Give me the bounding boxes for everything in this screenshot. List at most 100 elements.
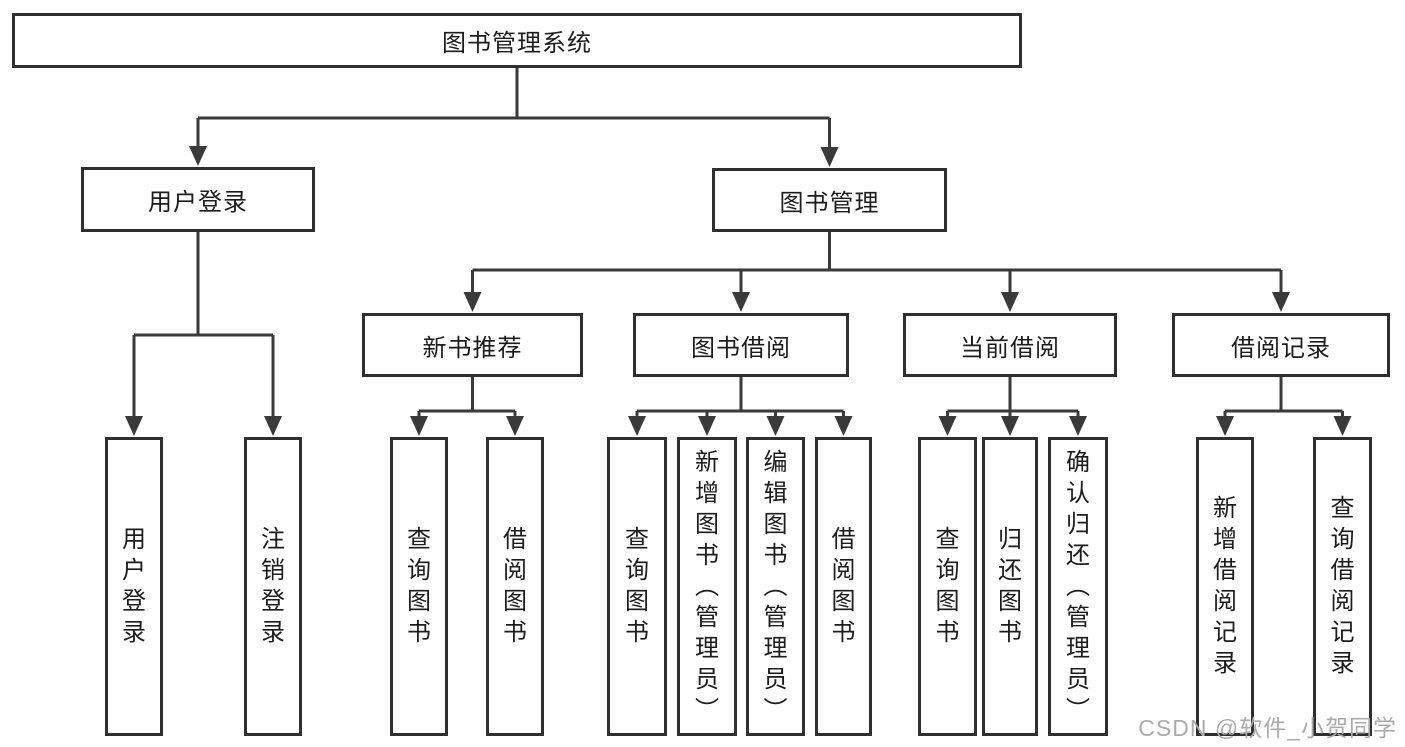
node-label-char: 书: [998, 619, 1022, 646]
node-label-char: 理: [763, 634, 788, 662]
node-user-login-module: 用户登录: [81, 167, 315, 232]
node-label-char: 图: [503, 588, 527, 615]
node-book-borrowing: 图书借阅: [633, 313, 849, 377]
node-add-book-admin: 新增图书︵管理员︶: [677, 437, 737, 736]
node-current-borrowing: 当前借阅: [903, 313, 1117, 377]
connector-line: [196, 68, 831, 150]
node-label-char: 管: [763, 603, 788, 631]
node-label-char: 录: [122, 619, 146, 646]
node-label-char: 书: [503, 619, 527, 646]
node-label-char: 借: [503, 526, 527, 553]
node-confirm-return-admin: 确认归还︵管理员︶: [1048, 437, 1108, 736]
node-label-char: 书: [763, 541, 788, 569]
node-label-char: 询: [625, 557, 649, 584]
node-label-char: 书: [695, 541, 719, 569]
node-label-char: 录: [1330, 650, 1355, 677]
arrowhead-icon: [698, 416, 716, 436]
node-label-char: 归: [998, 526, 1022, 553]
node-label-char: 询: [407, 557, 431, 584]
node-label-char: ︵: [695, 572, 719, 600]
node-label-char: 询: [1330, 526, 1355, 553]
node-label-char: 询: [935, 557, 960, 584]
node-query-books: 查询图书: [607, 437, 667, 736]
node-label-char: 录: [1213, 650, 1237, 677]
node-label-char: 借: [831, 526, 856, 553]
node-label-char: 员: [1066, 665, 1090, 693]
node-label-char: 图: [625, 588, 649, 615]
node-label-char: 阅: [1330, 588, 1355, 615]
node-borrowing-records: 借阅记录: [1172, 313, 1390, 377]
node-label-char: 查: [1330, 495, 1355, 522]
node-label-char: 管: [1066, 603, 1090, 631]
connector-line: [132, 232, 275, 419]
node-label-char: 录: [261, 619, 285, 646]
node-label-char: 图: [407, 588, 431, 615]
node-label-char: 书: [625, 619, 649, 646]
arrowhead-icon: [410, 416, 428, 436]
arrowhead-icon: [732, 292, 750, 312]
node-label-char: 员: [695, 665, 719, 693]
arrowhead-icon: [1333, 416, 1352, 436]
arrowhead-icon: [1069, 416, 1087, 436]
arrowhead-icon: [1272, 292, 1290, 312]
node-label-char: 辑: [763, 479, 788, 507]
node-label-char: 确: [1066, 448, 1090, 476]
node-label: 图书借阅: [691, 334, 791, 362]
node-label-char: 图: [831, 588, 856, 615]
connector-line: [635, 377, 845, 419]
node-label-char: ︶: [695, 696, 719, 724]
node-label-char: 理: [695, 634, 719, 662]
arrowhead-icon: [820, 147, 839, 167]
node-label: 图书管理: [779, 189, 880, 217]
node-label-char: 登: [122, 588, 146, 615]
node-label-char: 查: [407, 526, 431, 553]
node-label: 当前借阅: [960, 334, 1060, 362]
node-label-char: 编: [763, 448, 788, 476]
node-label: 用户登录: [148, 189, 248, 216]
node-label-char: 注: [261, 526, 285, 553]
arrowhead-icon: [1001, 292, 1019, 312]
node-label-char: 登: [261, 588, 285, 615]
node-label-char: 户: [122, 557, 146, 584]
node-label-char: 理: [1066, 634, 1090, 662]
connector-line: [471, 232, 1283, 295]
node-label-char: 书: [831, 619, 856, 646]
node-label-char: 增: [1213, 526, 1237, 553]
node-label-char: 新: [1213, 495, 1237, 522]
node-label-char: 用: [122, 526, 146, 553]
arrowhead-icon: [938, 416, 957, 436]
connector-line: [946, 377, 1080, 419]
node-label-char: 阅: [831, 557, 856, 584]
node-label-char: 认: [1066, 479, 1090, 507]
node-label-char: 借: [1330, 557, 1355, 584]
node-label-char: ︶: [1066, 696, 1090, 724]
node-new-book-recommendation: 新书推荐: [362, 313, 583, 377]
node-book-management: 图书管理: [712, 168, 947, 232]
node-label-char: 管: [695, 603, 719, 631]
node-label-char: 书: [407, 619, 431, 646]
node-label-char: 图: [998, 588, 1022, 615]
node-query-borrow-record: 查询借阅记录: [1313, 437, 1372, 736]
arrowhead-icon: [1216, 416, 1234, 436]
node-label: 图书管理系统: [442, 30, 592, 57]
node-edit-book-admin: 编辑图书︵管理员︶: [746, 437, 805, 736]
node-user-login: 用户登录: [105, 437, 163, 736]
node-label-char: 还: [998, 557, 1022, 584]
arrowhead-icon: [766, 416, 785, 436]
node-label: 新书推荐: [422, 334, 523, 362]
node-borrow-books: 借阅图书: [815, 437, 872, 736]
node-label-char: 借: [1213, 557, 1237, 584]
node-label-char: ︶: [763, 696, 788, 724]
node-query-books: 查询图书: [390, 437, 448, 736]
node-label-char: 员: [763, 665, 788, 693]
node-label-char: ︵: [1066, 572, 1090, 600]
node-label-char: 销: [261, 557, 285, 584]
arrowhead-icon: [1001, 416, 1019, 436]
node-label: 借阅记录: [1231, 334, 1331, 362]
node-query-books: 查询图书: [918, 437, 977, 736]
node-label-char: 归: [1066, 510, 1090, 538]
node-label-char: 阅: [1213, 588, 1237, 615]
arrowhead-icon: [264, 416, 282, 436]
arrowhead-icon: [125, 416, 143, 436]
node-label-char: 图: [695, 510, 719, 538]
